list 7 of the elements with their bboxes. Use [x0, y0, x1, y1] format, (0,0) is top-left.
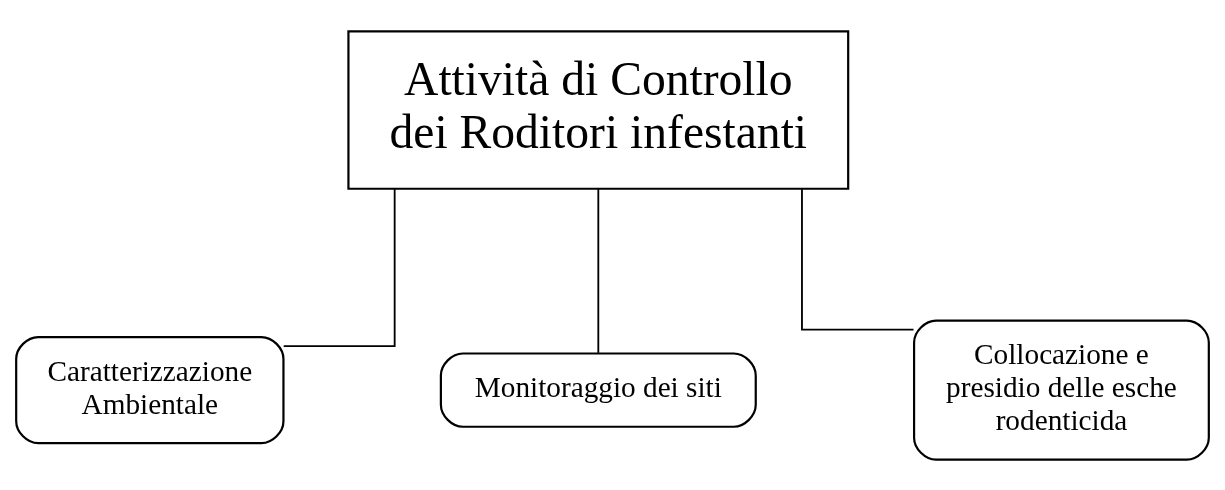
node-box: Caratterizzazione Ambientale [15, 335, 285, 444]
node-box: Collocazione e presidio delle esche rodenticida [913, 318, 1210, 461]
connector [282, 187, 396, 347]
node-box: Attività di Controllo dei Roditori infestanti [347, 29, 850, 190]
node-box: Monitoraggio dei siti [439, 351, 757, 428]
connector [801, 187, 915, 331]
connector [597, 187, 600, 354]
